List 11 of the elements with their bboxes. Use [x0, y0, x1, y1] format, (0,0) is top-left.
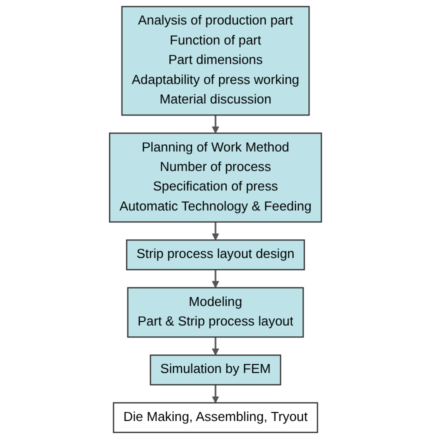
node-box: Die Making, Assembling, Tryout — [112, 402, 318, 434]
node-box: Simulation by FEM — [150, 354, 282, 386]
arrow — [212, 337, 220, 356]
node-box: Strip process layout design — [126, 239, 305, 270]
node-box: Planning of Work Method Number of process Specification of press Automatic Technology & Feeding — [108, 132, 322, 223]
arrow — [212, 222, 220, 240]
node-box: Analysis of production part Function of part Part dimensions Adaptability of press working Material discussion — [121, 6, 310, 116]
arrow — [212, 384, 220, 404]
arrow — [212, 115, 220, 134]
arrow — [212, 270, 220, 288]
node-box: Modeling Part & Strip process layout — [127, 287, 304, 338]
